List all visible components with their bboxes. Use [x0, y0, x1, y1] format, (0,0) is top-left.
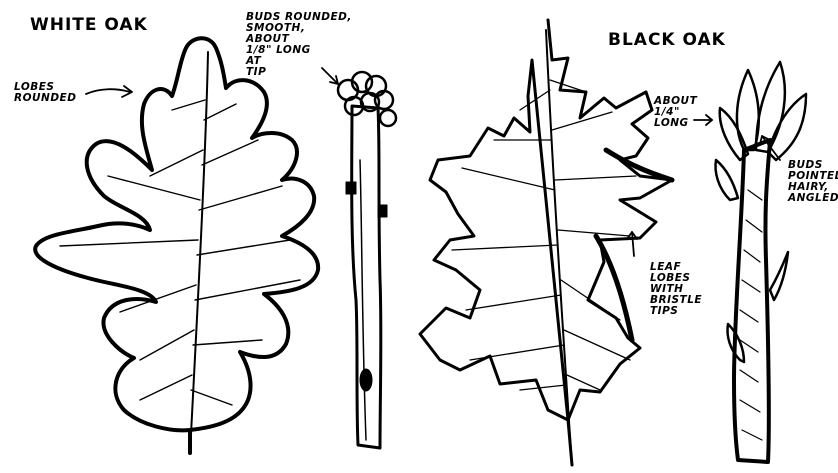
white-oak-lobes-label: LOBES ROUNDED: [14, 82, 76, 104]
black-oak-buds: [716, 62, 806, 362]
black-oak-buds-label: BUDS POINTED, HAIRY, ANGLED: [788, 160, 838, 204]
black-oak-twig: [716, 62, 806, 462]
white-oak-buds-label: BUDS ROUNDED, SMOOTH, ABOUT 1/8" LONG AT…: [246, 12, 352, 78]
white-oak-title: WHITE OAK: [30, 17, 148, 35]
white-oak-twig: [338, 72, 396, 448]
black-oak-lobes-label: LEAF LOBES WITH BRISTLE TIPS: [650, 262, 702, 317]
black-oak-size-label: ABOUT 1/4" LONG: [654, 96, 697, 129]
white-oak-buds: [338, 72, 396, 126]
black-oak-leaf: [420, 20, 672, 465]
black-oak-title: BLACK OAK: [608, 32, 726, 50]
white-oak-leaf: [35, 38, 318, 453]
